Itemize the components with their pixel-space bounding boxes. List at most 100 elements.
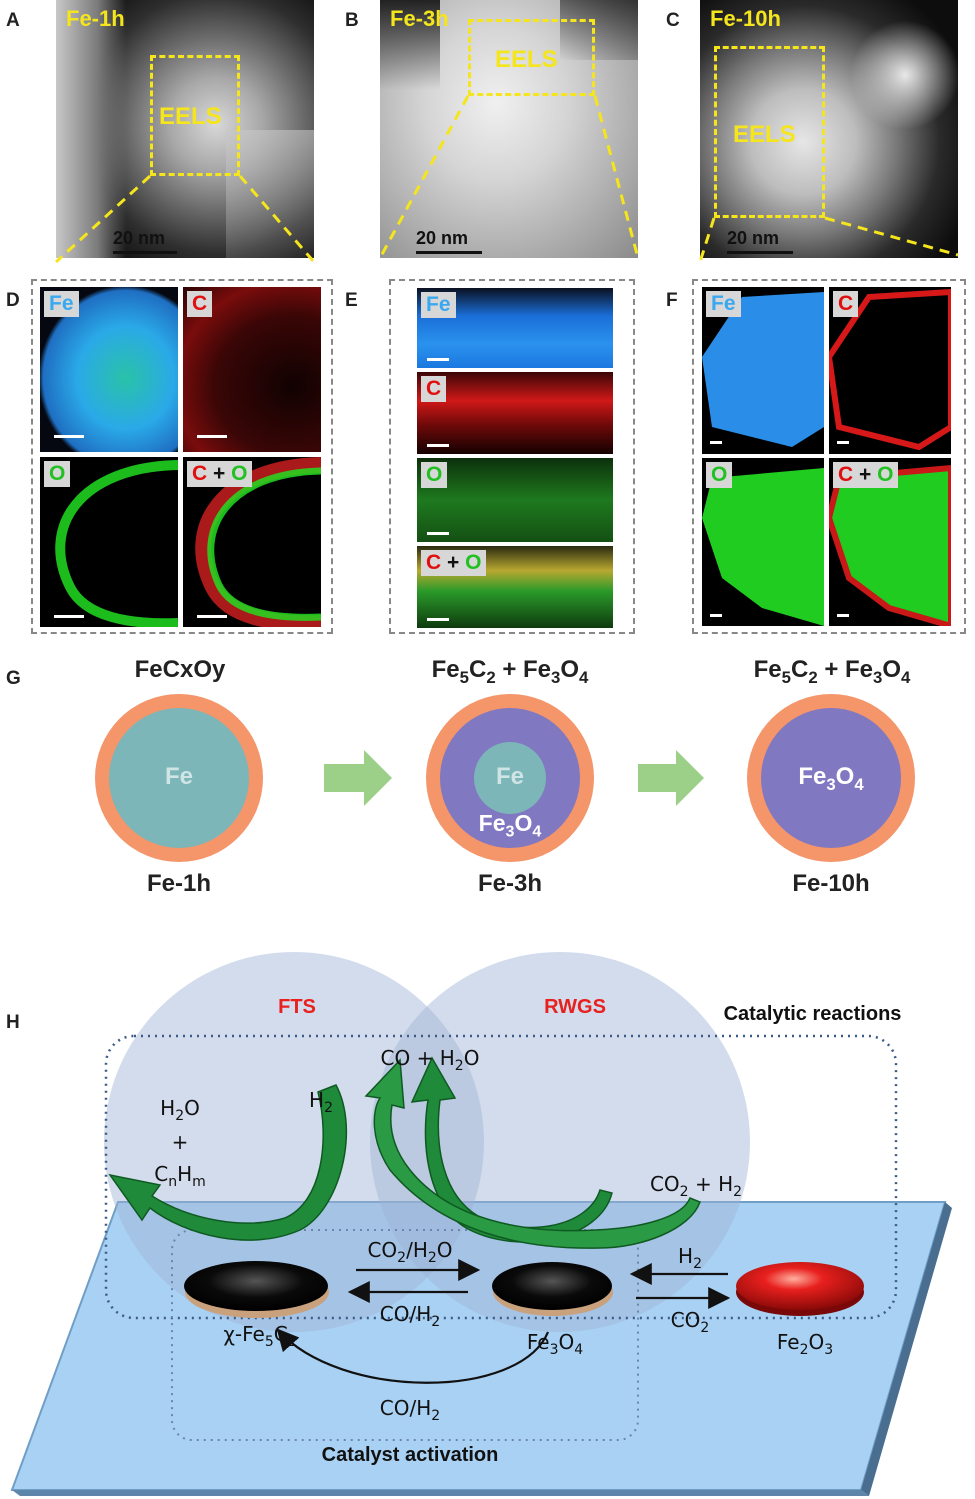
map-scale-bar [710,441,722,444]
map-tag-fe: Fe [421,292,456,318]
map-tag-fe: Fe [44,291,79,317]
panel-label-h: H [6,1012,20,1033]
label-fts: FTS [278,996,316,1018]
eels-frame-f [692,279,966,634]
tem-title-fe-3h: Fe-3h [390,6,449,31]
label-fe2o3: Fe2O3 [776,1330,834,1358]
map-tag-c-plus-o: C + O [187,461,253,487]
green-arrow-2 [638,750,704,806]
map-tag-plus: + [213,462,226,485]
label-co-h2-bottom: CO/H2 [379,1396,441,1424]
map-scale-bar [197,435,227,438]
map-co-f: C + O [829,458,951,626]
map-tag-o: O [465,551,482,574]
map-tag-o: O [44,461,71,487]
shell-label-fe3o4-2: Fe3O4 [478,810,542,841]
support-plate-bottom [12,1490,869,1496]
map-tag-c: C [421,376,447,402]
map-o-f: O [702,458,824,626]
label-co2-h2o: CO2/H2O [367,1238,453,1266]
map-co-e: C + O [417,546,613,628]
map-tag-c-plus-o: C + O [833,462,899,488]
tem-title-fe-10h: Fe-10h [710,6,781,31]
map-tag-plus: + [859,463,872,486]
label-chi-fe5c2: χ-Fe5C2 [223,1322,297,1350]
map-scale-bar [54,615,84,618]
label-catalyst-activation: Catalyst activation [321,1444,499,1466]
label-catalytic-reactions: Catalytic reactions [723,1003,902,1025]
eels-frame-e [389,279,635,634]
sample-label-fe-1h: Fe-1h [146,870,211,897]
panel-label-a: A [6,10,20,31]
map-co-d: C + O [183,457,321,627]
label-rwgs: RWGS [544,996,606,1018]
map-scale-bar [837,441,849,444]
map-tag-o: O [877,463,894,486]
map-scale-bar [54,435,84,438]
map-fe-e: Fe [417,288,613,368]
panel-label-d: D [6,290,20,311]
fts-circle [104,952,484,1332]
label-cnhm: CnHm [154,1162,206,1190]
core-label-fe-2: Fe [495,763,524,790]
map-tag-c: C [426,551,442,574]
tem-title-fe-1h: Fe-1h [66,6,125,31]
map-tag-c: C [833,291,859,317]
label-h2: H2 [309,1088,333,1116]
map-fe-f: Fe [702,287,824,454]
tem-image-fe-3h: Fe-3h EELS 20 nm [380,0,638,258]
panel-label-b: B [345,10,359,31]
eels-label: EELS [159,103,222,130]
support-plate-edge [861,1202,952,1496]
eels-region-box [714,46,825,218]
tem-image-fe-1h: Fe-1h EELS 20 nm [56,0,314,258]
map-c-f: C [829,287,951,454]
panel-label-g: G [6,668,21,689]
header-fecxoy: FeCxOy [134,656,226,683]
green-arrow-1 [324,750,392,806]
core-particle-1 [109,708,249,848]
core-particle-2 [474,742,546,814]
scale-bar [113,251,177,254]
sample-label-fe-3h: Fe-3h [477,870,542,897]
label-co2-h2: CO2 + H2 [649,1172,743,1200]
map-tag-fe: Fe [706,291,741,317]
map-scale-bar [427,444,449,447]
green-arrow-fts [108,1084,348,1241]
label-plus: + [171,1130,189,1154]
map-tag-o: O [231,462,248,485]
panel-label-e: E [345,290,358,311]
eels-region-box [150,55,240,176]
label-h2-right: H2 [678,1244,702,1272]
map-o-d: O [40,457,178,627]
scale-bar [416,251,482,254]
eels-label: EELS [733,121,796,148]
arrow-fe3o4-to-fe5c2-curve [276,1328,550,1384]
map-tag-o: O [421,462,448,488]
core-label-fe-1: Fe [164,763,193,790]
map-tag-o: O [706,462,733,488]
map-scale-bar [427,532,449,535]
scale-label: 20 nm [113,228,166,248]
scale-bar [727,251,793,254]
map-tag-plus: + [447,551,460,574]
eels-region-box [468,19,595,96]
label-fe3o4: Fe3O4 [526,1330,584,1358]
map-scale-bar [427,618,449,621]
scale-label: 20 nm [416,228,469,248]
panel-label-f: F [666,290,678,311]
label-co2-right: CO2 [670,1308,710,1336]
core-shell-schematic [95,694,915,862]
reaction-scheme [10,952,952,1496]
sample-label-fe-10h: Fe-10h [792,870,870,897]
header-fe5c2-fe3o4-10h: Fe5C2 + Fe3O4 [753,656,911,687]
map-scale-bar [710,614,722,617]
map-fe-d: Fe [40,287,178,452]
map-tag-c: C [192,462,208,485]
disk-fe3o4 [492,1262,612,1310]
map-scale-bar [837,614,849,617]
map-o-e: O [417,458,613,542]
map-tag-c: C [838,463,854,486]
green-arrow-rwgs-2 [364,1058,701,1249]
map-scale-bar [197,615,227,618]
